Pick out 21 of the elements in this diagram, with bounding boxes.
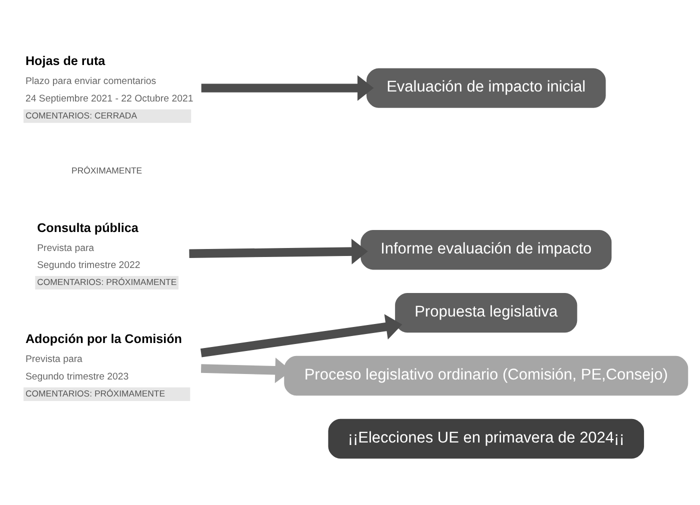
node-box: Proceso legislativo ordinario (Comisión, PE,Consejo) [284,356,688,396]
node-label: Prevista para [37,242,94,254]
arrow [201,75,374,101]
node-box: ¡¡Elecciones UE en primavera de 2024¡¡ [328,418,644,459]
node-box: Informe evaluación de impacto [360,230,612,270]
node-box: Propuesta legislativa [395,292,578,333]
node-box: COMENTARIOS: PRÓXIMAMENTE [24,387,190,401]
arrow [200,314,402,358]
node-label: Adopción por la Comisión [25,332,182,346]
node-label: Consulta pública [37,220,138,235]
arrow [189,238,368,264]
label: PRÓXIMAMENTE [72,165,142,176]
node-box: COMENTARIOS: CERRADA [24,109,192,123]
node-label: Prevista para [25,354,82,366]
node-box: COMENTARIOS: PRÓXIMAMENTE [35,276,179,290]
node-box: Evaluación de impacto inicial [366,68,606,108]
node-label: Segundo trimestre 2022 [37,260,140,272]
node-label: Hojas de ruta [25,54,106,68]
node-label: Segundo trimestre 2023 [25,372,129,383]
node-label: 24 Septiembre 2021 - 22 Octubre 2021 [25,94,194,105]
node-label: Plazo para enviar comentarios [25,76,156,88]
